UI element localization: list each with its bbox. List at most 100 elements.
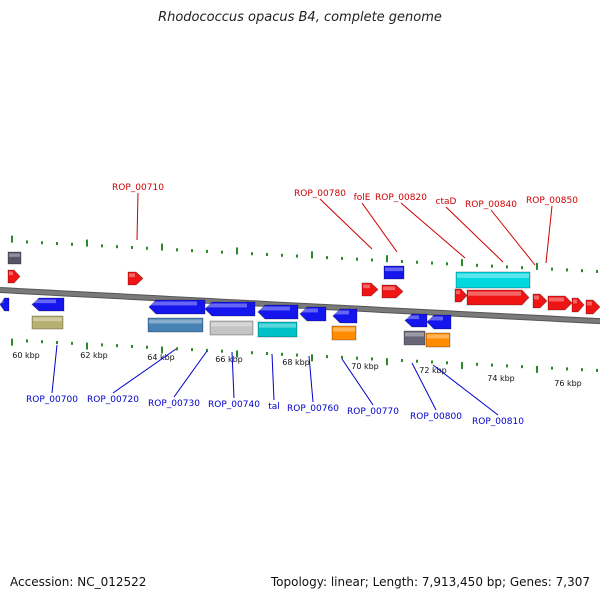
reverse-label-leader — [51, 344, 58, 394]
reverse-gene-arrow — [204, 301, 256, 317]
reverse-gene-arrow — [426, 314, 452, 330]
forward-gene-arrow — [7, 269, 21, 284]
scale-label: 72 kbp — [419, 366, 447, 375]
reverse-gene-arrow — [0, 297, 10, 312]
orange-feature-box-highlight — [427, 334, 449, 339]
forward-gene-arrow — [454, 288, 468, 303]
cyan-feature-box — [455, 271, 531, 289]
forward-label-leader — [136, 192, 139, 241]
forward-gene-arrow — [571, 297, 585, 313]
reverse-gene-label: ROP_00760 — [287, 404, 339, 414]
scale-label: 66 kbp — [215, 355, 243, 364]
forward-gene-arrow-highlight — [534, 295, 539, 300]
reverse-gene-label: ROP_00810 — [472, 417, 524, 427]
reverse-gene-arrow-highlight — [428, 316, 443, 321]
forward-gene-arrow-highlight — [9, 271, 13, 276]
forward-label-leader — [490, 209, 536, 266]
orange-feature-box — [331, 325, 357, 341]
olive-feature-box-highlight — [33, 317, 62, 322]
forward-label-leader — [361, 202, 398, 253]
blue-feature-box — [383, 265, 405, 280]
forward-label-leader — [445, 206, 504, 263]
forward-gene-arrow — [361, 282, 379, 297]
accession-text: Accession: NC_012522 — [10, 575, 147, 589]
forward-gene-arrow — [466, 289, 530, 306]
orange-feature-box-highlight — [333, 327, 355, 332]
steelblue-feature-box-highlight — [149, 319, 202, 324]
steelblue-feature-box — [147, 317, 204, 333]
genome-summary-text: Topology: linear; Length: 7,913,450 bp; … — [270, 575, 590, 589]
teal-feature-box — [257, 321, 298, 338]
forward-gene-label: ROP_00840 — [465, 200, 517, 210]
reverse-label-leader — [308, 355, 314, 403]
reverse-gene-arrow — [404, 313, 428, 328]
forward-gene-arrow-highlight — [129, 273, 135, 278]
reverse-gene-arrow — [299, 306, 327, 322]
forward-gene-label: ROP_00710 — [112, 183, 164, 193]
reverse-label-leader — [112, 348, 177, 394]
gray-feature-box-highlight — [9, 253, 20, 257]
reverse-gene-arrow — [332, 308, 358, 324]
scale-label: 74 kbp — [487, 374, 515, 383]
genome-title: Rhodococcus opacus B4, complete genome — [158, 10, 442, 25]
reverse-label-leader — [432, 364, 499, 416]
forward-gene-label: ROP_00850 — [526, 196, 578, 206]
reverse-gene-label: tal — [268, 402, 280, 412]
scale-label: 62 kbp — [80, 351, 108, 360]
olive-feature-box — [31, 315, 64, 330]
reverse-label-leader — [231, 351, 235, 399]
reverse-label-leader — [271, 353, 275, 401]
forward-gene-label: ctaD — [436, 197, 457, 207]
forward-gene-arrow-highlight — [573, 299, 577, 304]
forward-label-leader — [319, 198, 373, 250]
cyan-feature-box-highlight — [457, 273, 529, 278]
reverse-gene-arrow-highlight — [301, 308, 318, 313]
forward-gene-label: folE — [354, 193, 371, 203]
reverse-gene-label: ROP_00800 — [410, 412, 462, 422]
orange-feature-box — [425, 332, 451, 348]
reverse-gene-arrow-highlight — [406, 315, 419, 320]
scale-label: 60 kbp — [12, 351, 40, 360]
forward-gene-arrow — [127, 271, 144, 286]
forward-gene-arrow — [532, 293, 548, 309]
scale-label: 68 kbp — [282, 358, 310, 367]
forward-gene-arrow — [547, 295, 573, 311]
forward-gene-arrow — [381, 284, 404, 299]
blue-feature-box-highlight — [385, 267, 403, 272]
reverse-gene-arrow-highlight — [259, 306, 290, 311]
reverse-gene-arrow — [257, 304, 299, 320]
scale-label: 76 kbp — [554, 379, 582, 388]
forward-gene-arrow-highlight — [549, 297, 564, 302]
reverse-gene-label: ROP_00720 — [87, 395, 139, 405]
reverse-label-leader — [411, 362, 437, 411]
genome-line — [0, 288, 600, 324]
silver-feature-box — [209, 320, 254, 336]
reverse-gene-arrow — [148, 299, 206, 315]
reverse-gene-label: ROP_00730 — [148, 399, 200, 409]
teal-feature-box-highlight — [259, 323, 296, 328]
reverse-gene-label: ROP_00700 — [26, 395, 78, 405]
darkgray-feature-box — [403, 330, 426, 346]
forward-gene-arrow-highlight — [587, 301, 592, 306]
forward-gene-label: ROP_00820 — [375, 193, 427, 203]
reverse-gene-arrow-highlight — [33, 299, 56, 304]
reverse-label-leader — [173, 350, 208, 398]
forward-gene-arrow-highlight — [468, 291, 521, 296]
forward-label-leader — [545, 205, 553, 264]
reverse-label-leader — [341, 358, 374, 406]
gray-feature-box — [7, 251, 22, 265]
reverse-gene-label: ROP_00770 — [347, 407, 399, 417]
darkgray-feature-box-highlight — [405, 332, 424, 337]
reverse-gene-arrow-highlight — [1, 299, 4, 304]
reverse-gene-arrow — [31, 297, 65, 312]
reverse-gene-arrow-highlight — [150, 301, 197, 306]
forward-gene-label: ROP_00780 — [294, 189, 346, 199]
scale-label: 70 kbp — [351, 362, 379, 371]
reverse-gene-label: ROP_00740 — [208, 400, 260, 410]
reverse-gene-arrow-highlight — [334, 310, 349, 315]
scale-label: 64 kbp — [147, 353, 175, 362]
forward-gene-arrow-highlight — [383, 286, 395, 291]
reverse-gene-arrow-highlight — [206, 303, 247, 308]
forward-gene-arrow — [585, 299, 600, 315]
